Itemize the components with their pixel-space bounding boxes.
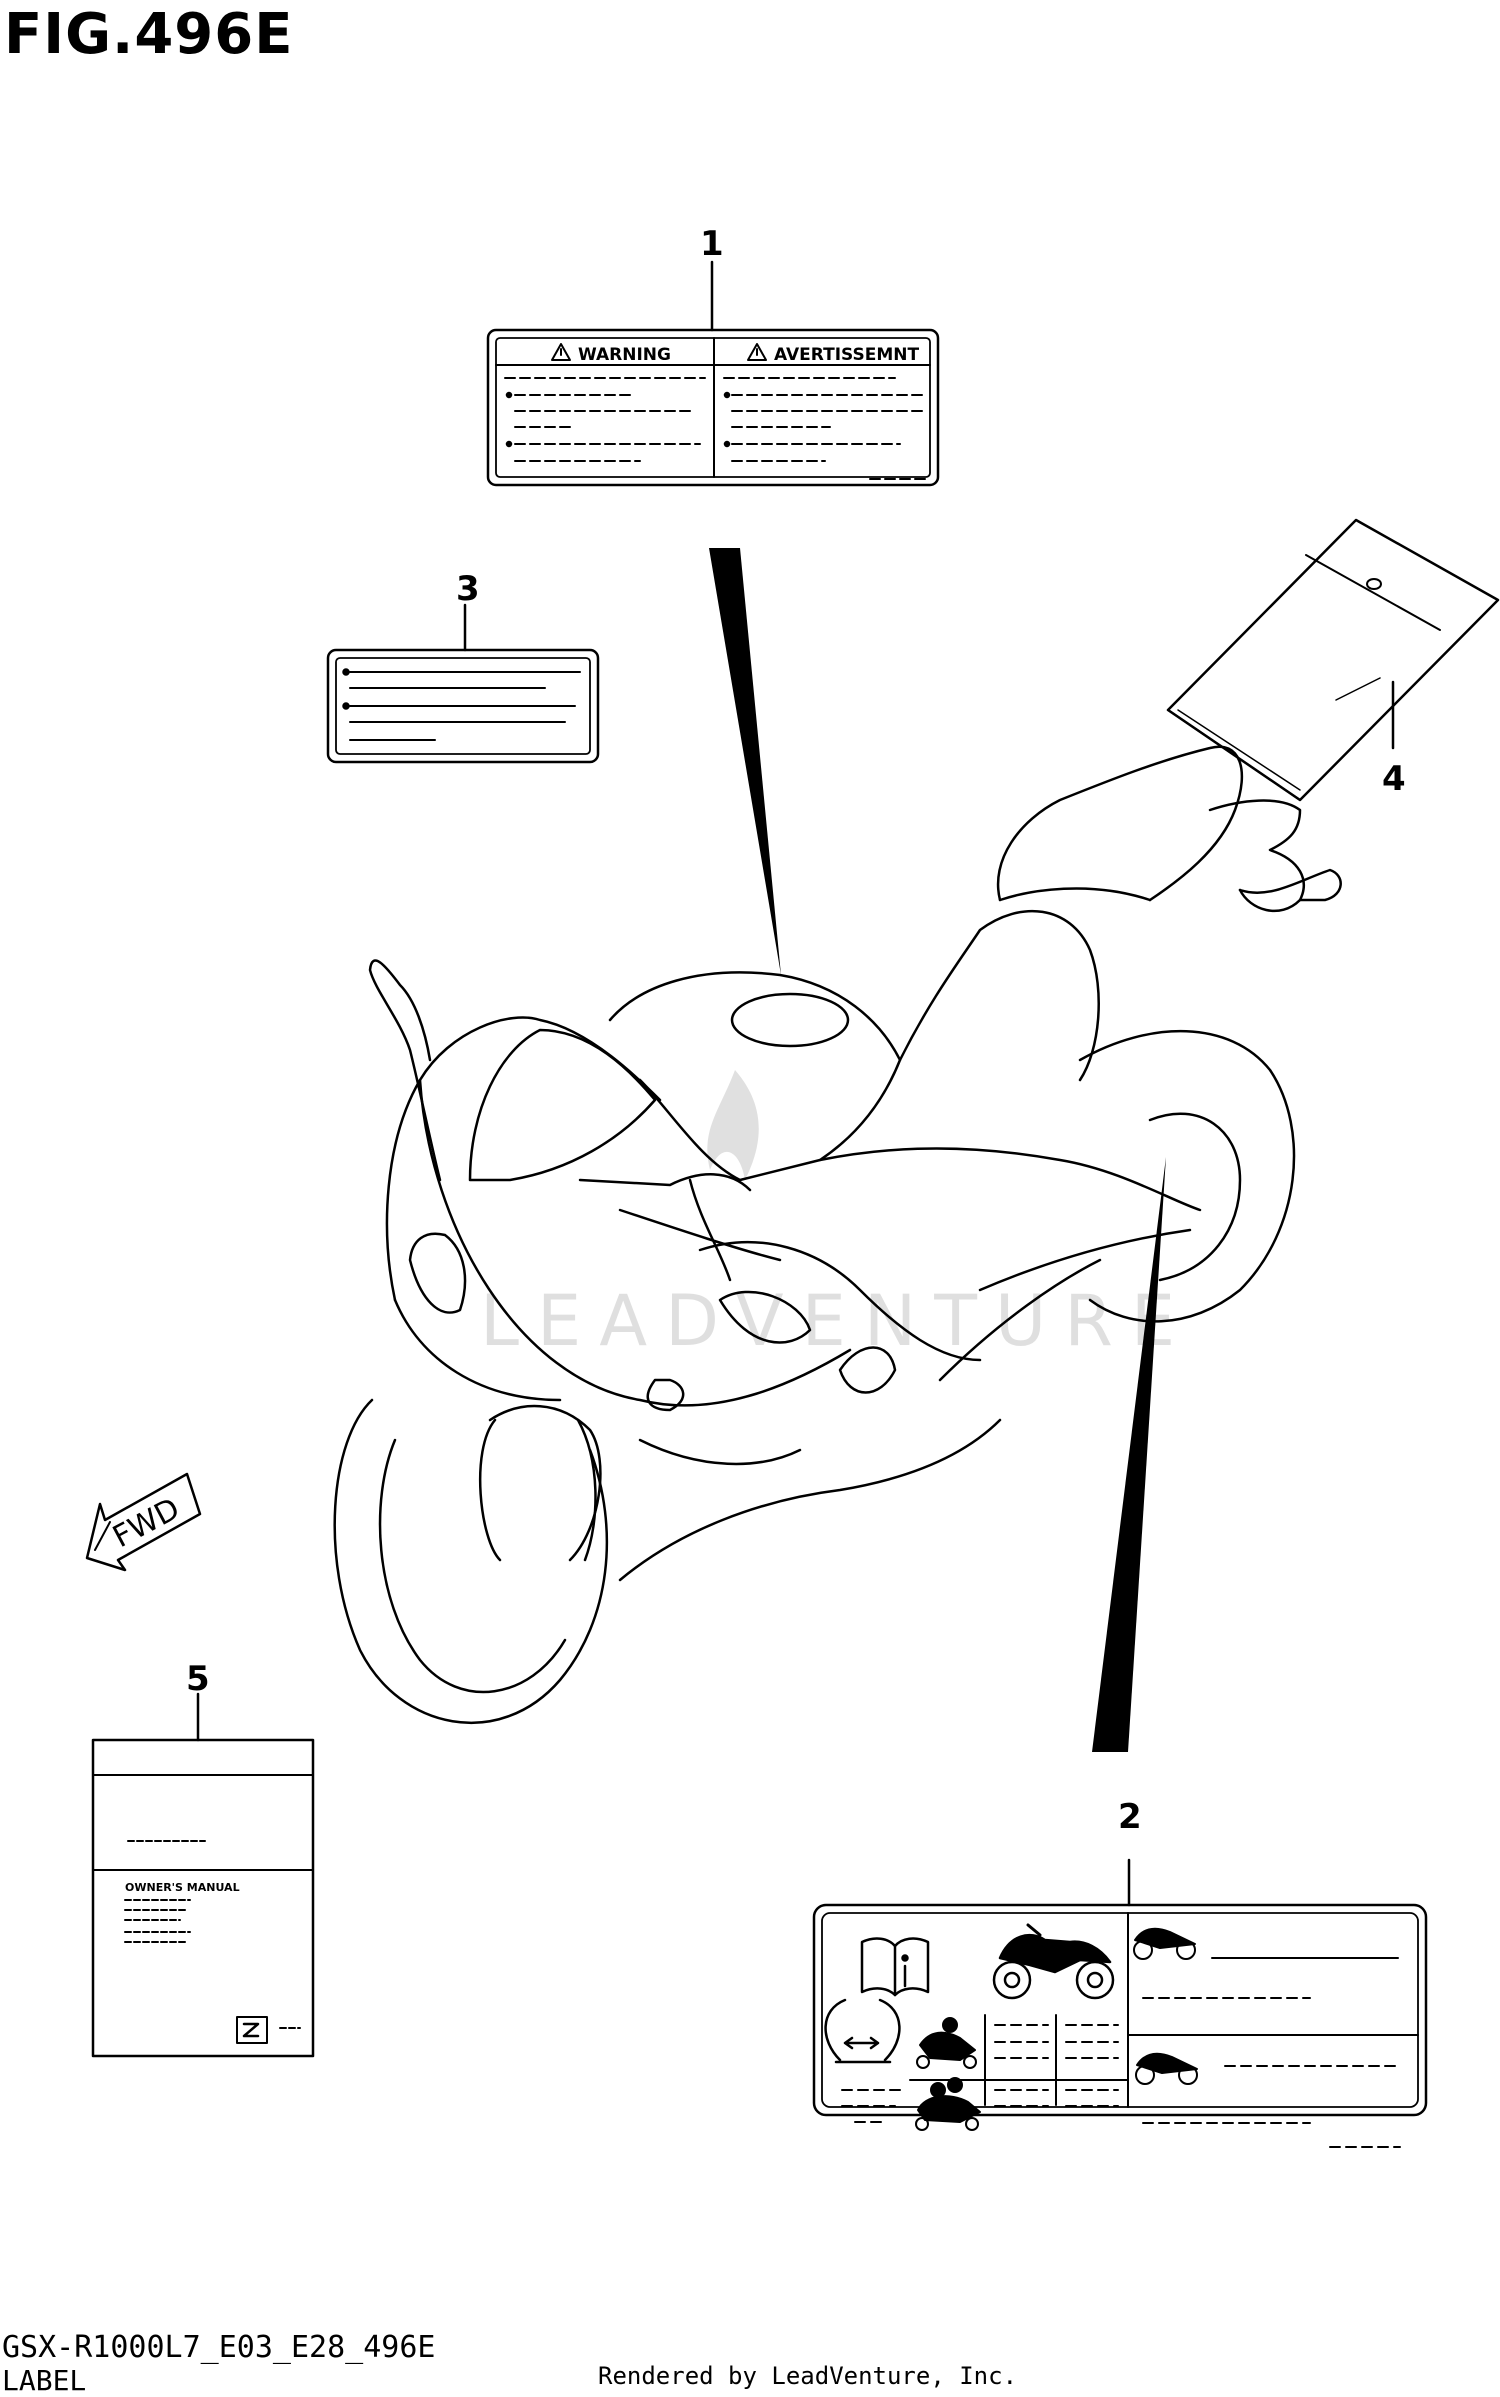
label-1-left-heading: WARNING: [578, 345, 671, 365]
label-3: [326, 603, 600, 764]
label-4-sheet: [1166, 518, 1500, 802]
watermark: LEADVENTURE: [480, 1070, 1193, 1362]
watermark-text: LEADVENTURE: [480, 1280, 1193, 1362]
callout-1: 1: [700, 224, 724, 264]
leader-wedge-1: [709, 548, 781, 975]
warning-triangle-icon: [747, 343, 767, 361]
callout-4: 4: [1382, 759, 1406, 799]
suzuki-logo-icon: [236, 2016, 268, 2044]
motorcycle-icon: [992, 1923, 1115, 2000]
label-1-warning: [486, 260, 940, 487]
motorcycle-icon: [1133, 1927, 1196, 1960]
label-2-info: [812, 1858, 1428, 2148]
callout-2: 2: [1118, 1797, 1142, 1837]
manual-book-icon: [860, 1937, 930, 1997]
callout-labels: 1 2 3 4 5: [186, 224, 1406, 1837]
figure-title: FIG.496E: [4, 2, 294, 67]
leader-wedge-2: [1092, 1157, 1166, 1752]
tire-pressure-icon: [824, 1998, 901, 2064]
figure-name: LABEL: [2, 2364, 87, 2397]
rider-passenger-icon: [915, 2077, 981, 2131]
label-5-owners-manual: [91, 1692, 315, 2058]
callout-3: 3: [456, 569, 480, 609]
label-1-right-heading: AVERTISSEMNT: [774, 345, 920, 365]
render-credit: Rendered by LeadVenture, Inc.: [598, 2362, 1018, 2390]
rider-icon: [916, 2017, 977, 2069]
figure-code: GSX-R1000L7_E03_E28_496E: [2, 2330, 436, 2365]
warning-triangle-icon: [551, 343, 571, 361]
callout-5: 5: [186, 1659, 210, 1699]
motorcycle-outline: [333, 745, 1342, 1725]
label-5-heading: OWNER'S MANUAL: [125, 1881, 240, 1894]
fwd-label: FWD: [107, 1491, 185, 1555]
motorcycle-icon: [1135, 2052, 1198, 2085]
fwd-arrow: [85, 1472, 202, 1572]
